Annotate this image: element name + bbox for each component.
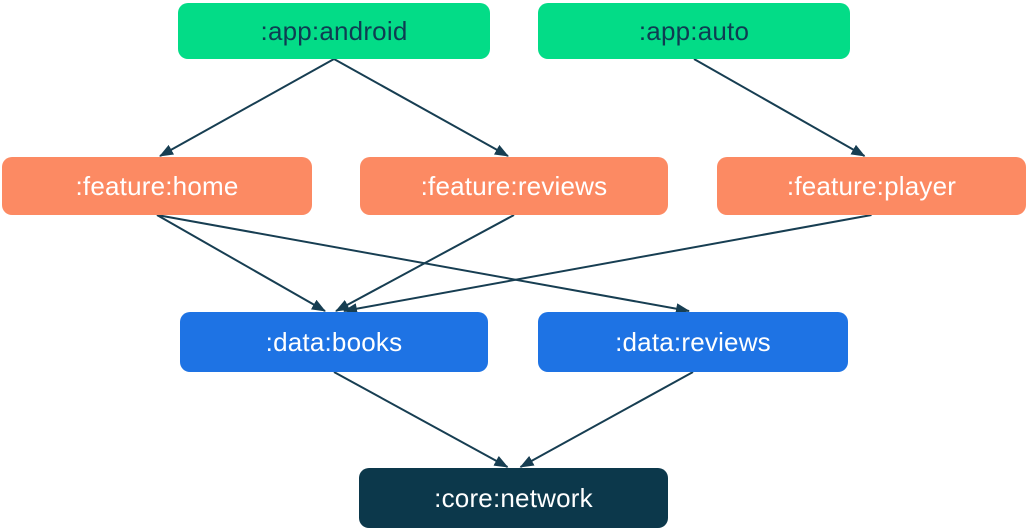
- node-data-books: :data:books: [180, 312, 488, 372]
- edge-feature-home-to-data-books: [156, 214, 326, 312]
- node-app-auto-label: :app:auto: [638, 15, 750, 46]
- node-app-auto: :app:auto: [538, 3, 850, 59]
- node-feature-reviews-label: :feature:reviews: [420, 170, 608, 201]
- node-feature-player-label: :feature:player: [786, 170, 957, 201]
- node-app-android-label: :app:android: [260, 15, 408, 46]
- node-core-network-label: :core:network: [434, 482, 593, 513]
- edge-feature-player-to-data-books: [343, 214, 872, 315]
- edge-feature-reviews-to-data-books: [335, 214, 515, 312]
- node-feature-reviews: :feature:reviews: [360, 157, 668, 215]
- edge-app-android-to-feature-reviews: [333, 58, 509, 157]
- edge-app-android-to-feature-home: [159, 58, 335, 157]
- node-app-android: :app:android: [178, 3, 490, 59]
- node-data-books-label: :data:books: [265, 326, 403, 357]
- edge-feature-home-to-data-reviews: [156, 214, 690, 315]
- node-core-network: :core:network: [359, 468, 668, 528]
- node-data-reviews: :data:reviews: [538, 312, 848, 372]
- node-feature-home-label: :feature:home: [75, 170, 239, 201]
- node-feature-home: :feature:home: [2, 157, 312, 215]
- node-data-reviews-label: :data:reviews: [615, 326, 771, 357]
- edge-data-books-to-core-network: [333, 371, 509, 468]
- edge-data-reviews-to-core-network: [519, 371, 694, 468]
- node-feature-player: :feature:player: [717, 157, 1026, 215]
- edge-app-auto-to-feature-player: [693, 58, 866, 157]
